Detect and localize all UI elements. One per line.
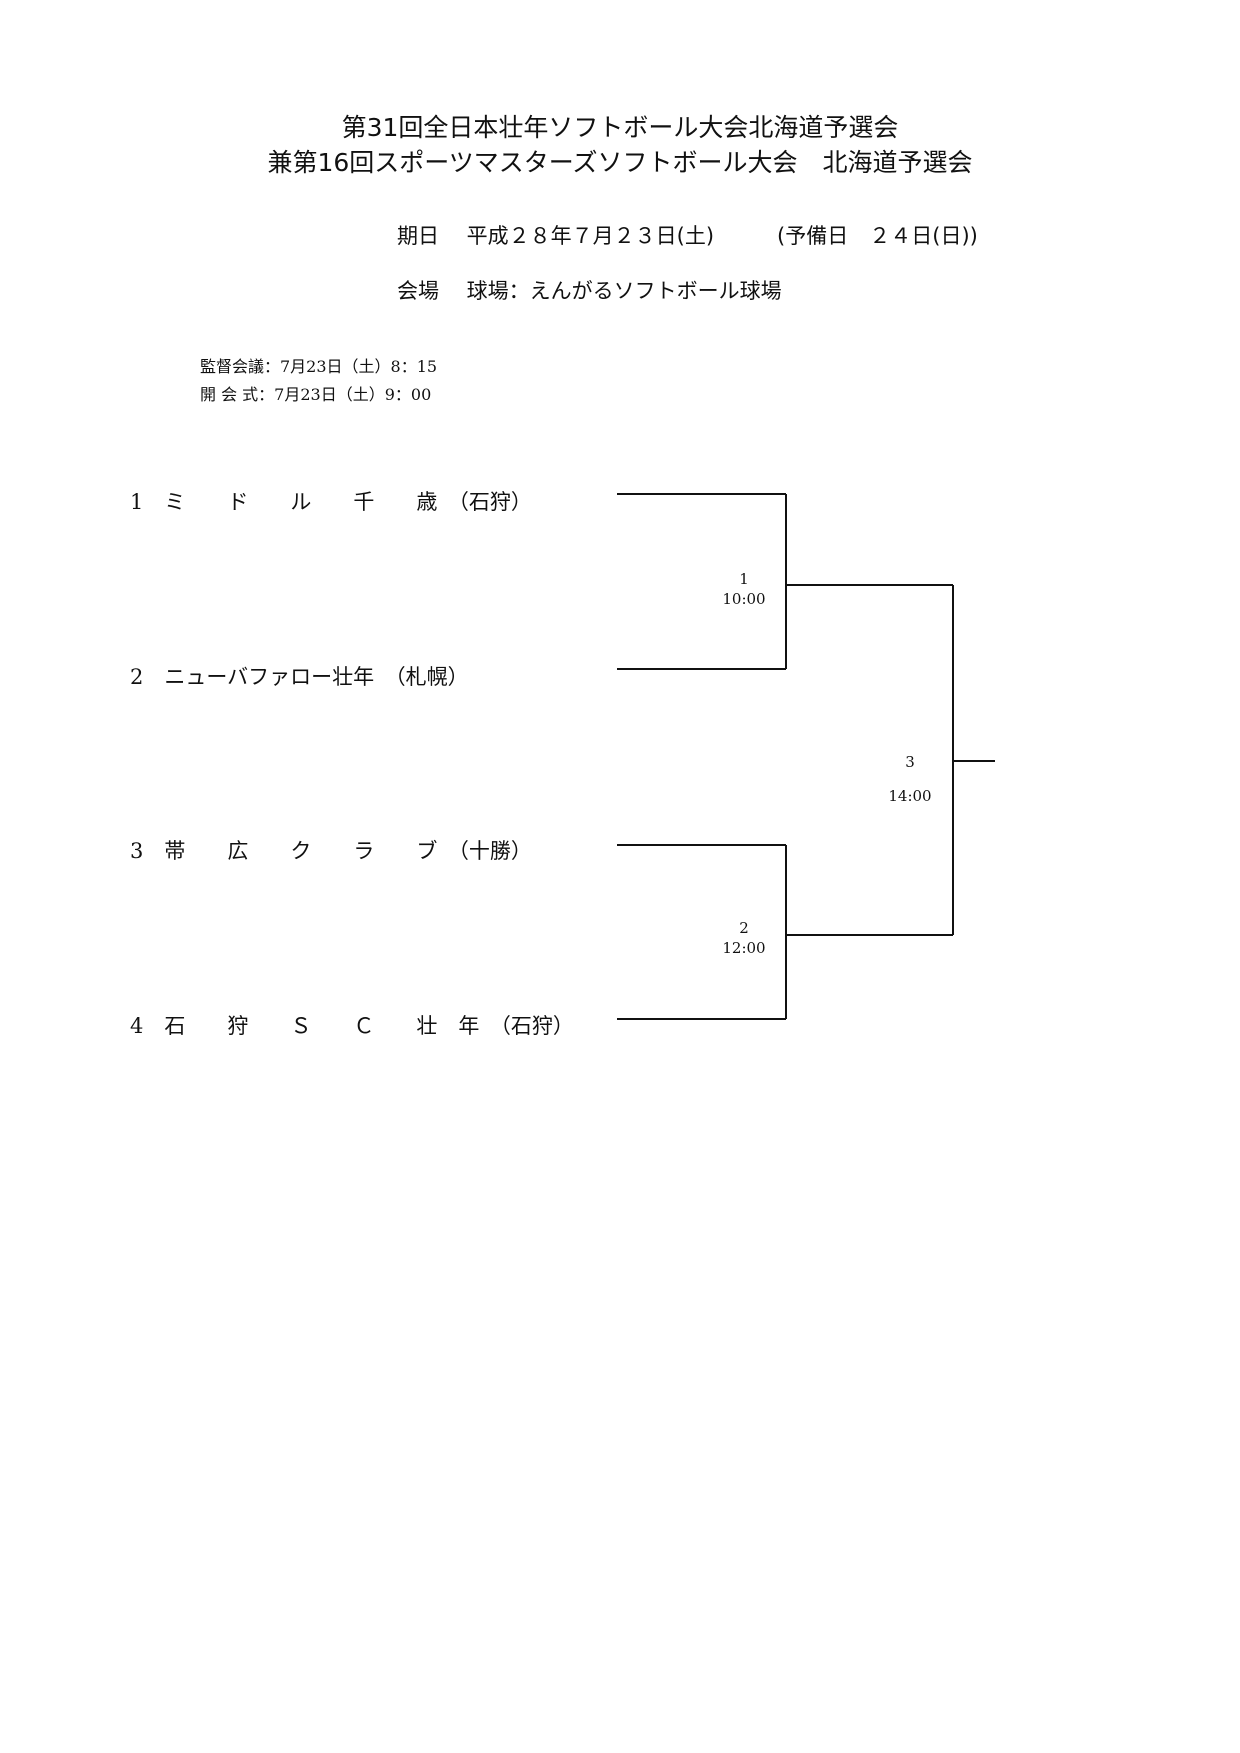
match-1-number: 1 [739, 570, 749, 588]
opening-ceremony-time: 開 会 式：7月23日（土）9：00 [200, 385, 432, 404]
match-1-time: 10:00 [722, 590, 766, 608]
title-line-1: 第31回全日本壮年ソフトボール大会北海道予選会 [341, 113, 899, 142]
match-1-label: 1 10:00 [704, 569, 784, 609]
team-4: 4 石 狩 Ｓ Ｃ 壮 年 （石狩） [130, 1014, 574, 1038]
match-3-number: 3 [905, 753, 915, 771]
match-3-time-label: 14:00 [870, 786, 950, 806]
match-3-time: 14:00 [888, 787, 932, 805]
team-2: 2 ニューバファロー壮年 （札幌） [130, 665, 469, 689]
manager-meeting-time: 監督会議：7月23日（土）8：15 [200, 357, 438, 376]
title-line-2: 兼第16回スポーツマスターズソフトボール大会 北海道予選会 [267, 148, 973, 177]
match-2-time: 12:00 [722, 939, 766, 957]
match-3-number-label: 3 [870, 752, 950, 772]
team-1: 1 ミ ド ル 千 歳 （石狩） [130, 490, 532, 514]
event-date: 期日 平成２８年７月２３日(土) (予備日 ２４日(日)) [397, 224, 978, 248]
match-2-number: 2 [739, 919, 749, 937]
team-3: 3 帯 広 ク ラ ブ （十勝） [130, 839, 532, 863]
match-2-label: 2 12:00 [704, 918, 784, 958]
event-venue: 会場 球場：えんがるソフトボール球場 [397, 279, 782, 303]
